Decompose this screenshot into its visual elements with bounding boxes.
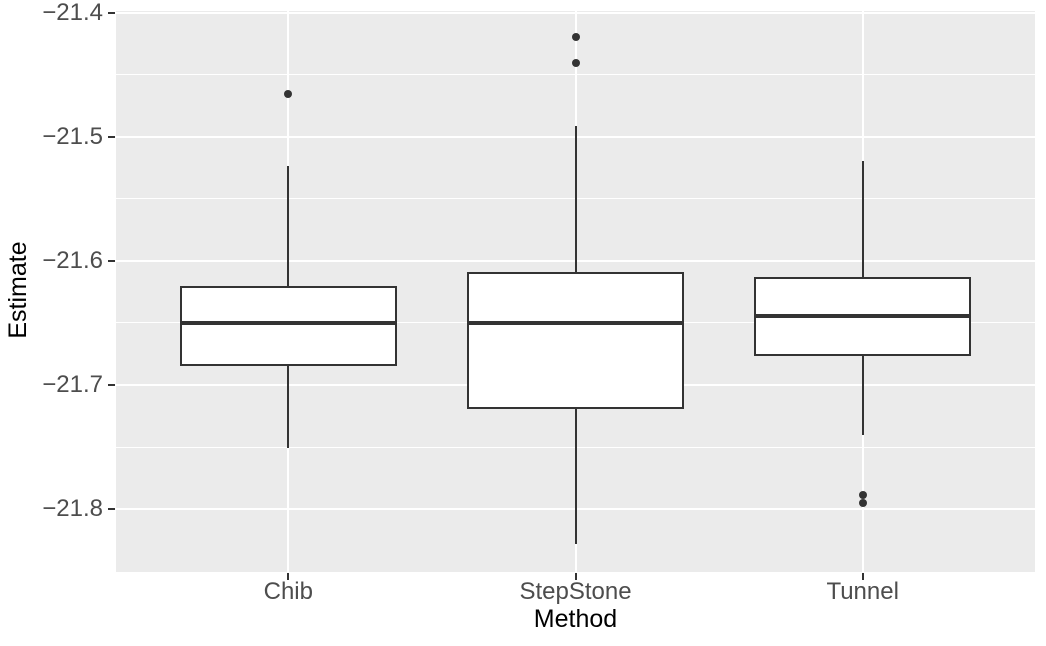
y-tick-label: −21.7	[42, 371, 103, 398]
upper-whisker-tunnel	[861, 160, 864, 278]
y-tick-mark	[108, 135, 115, 138]
x-tick-label-stepstone: StepStone	[519, 578, 632, 605]
y-axis-title: Estimate	[4, 241, 32, 339]
y-tick-mark	[108, 384, 115, 386]
outlier-point-tunnel	[858, 491, 867, 500]
y-tick-label: −21.4	[42, 0, 103, 26]
box-chib	[179, 285, 397, 367]
lower-whisker-chib	[287, 366, 290, 449]
x-tick-label-tunnel: Tunnel	[826, 578, 899, 605]
y-tick-label: −21.5	[42, 122, 103, 150]
median-line-stepstone	[467, 320, 684, 325]
y-tick-mark	[108, 11, 115, 14]
upper-whisker-stepstone	[574, 125, 577, 273]
x-tick-mark	[574, 573, 577, 580]
y-tick-label: −21.6	[42, 246, 103, 274]
median-line-tunnel	[754, 313, 972, 318]
lower-whisker-stepstone	[574, 408, 577, 544]
upper-whisker-chib	[287, 165, 290, 286]
outlier-point-tunnel	[858, 498, 867, 507]
y-tick-mark	[108, 508, 115, 510]
x-axis-title: Method	[533, 605, 618, 633]
y-tick-mark	[108, 259, 115, 262]
outlier-point-stepstone	[571, 58, 580, 67]
outlier-point-chib	[284, 89, 293, 98]
box-stepstone	[467, 272, 684, 409]
plot-panel	[116, 11, 1035, 572]
y-tick-label: −21.8	[42, 495, 103, 522]
x-tick-label-chib: Chib	[263, 578, 313, 605]
x-tick-mark	[287, 573, 290, 580]
lower-whisker-tunnel	[861, 356, 864, 435]
x-tick-mark	[861, 573, 864, 580]
outlier-point-stepstone	[571, 32, 580, 41]
median-line-chib	[179, 320, 397, 325]
